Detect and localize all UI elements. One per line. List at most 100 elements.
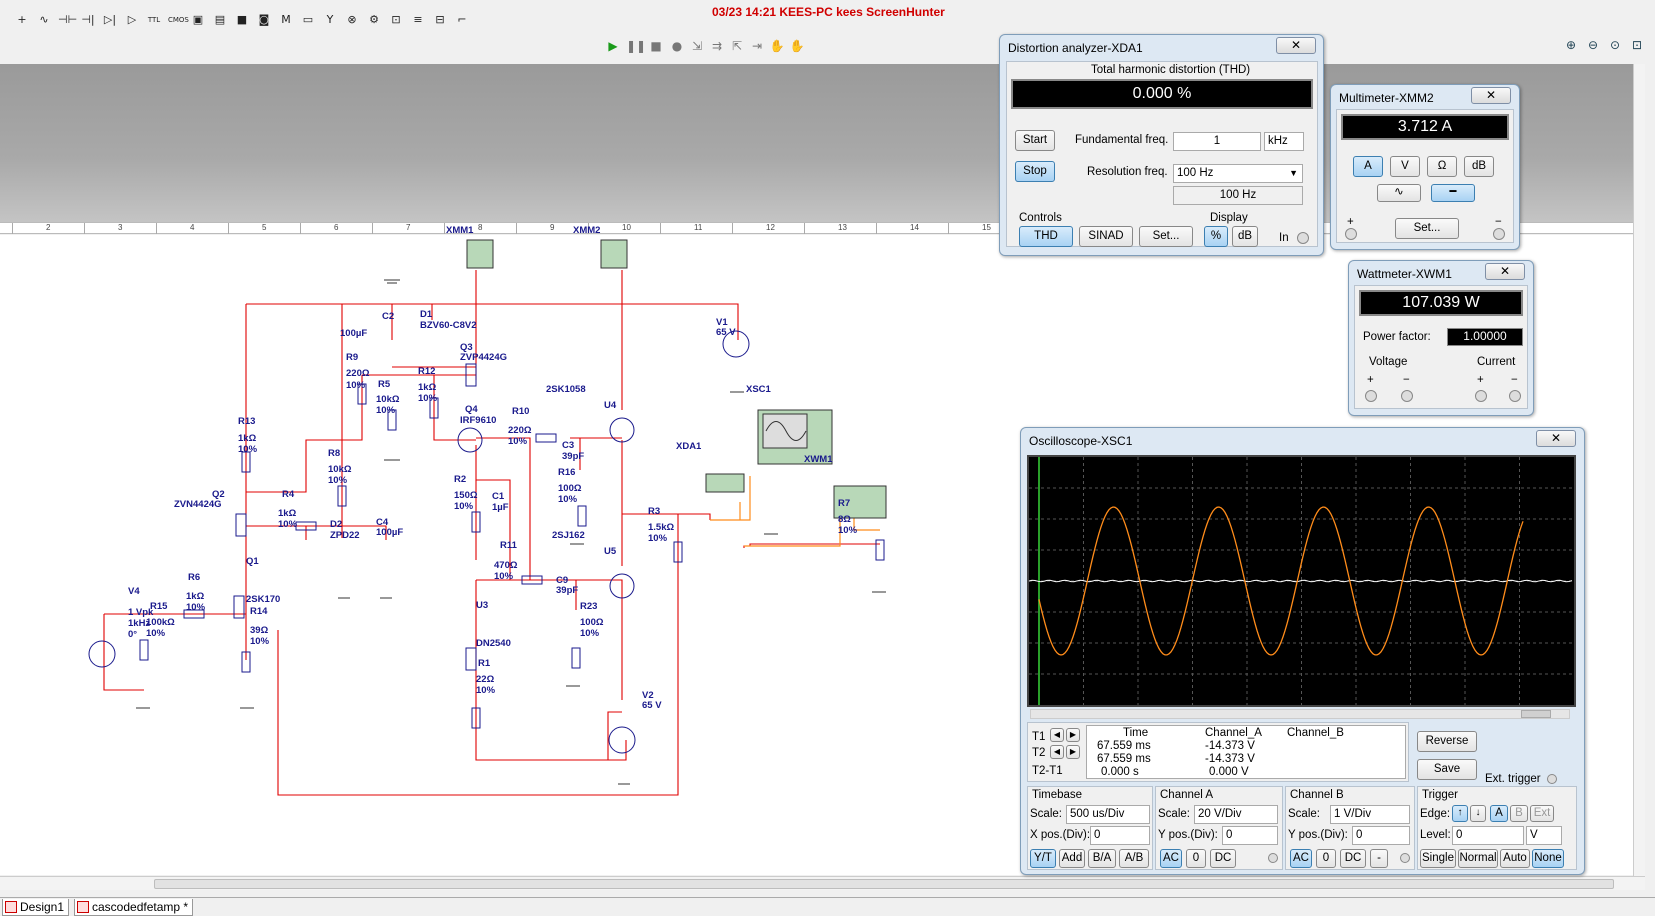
add-button[interactable]: Add (1059, 849, 1085, 868)
channel-b-terminal[interactable] (1400, 853, 1410, 863)
pause-simulation-icon[interactable]: ❚❚ (626, 39, 647, 53)
electromech-icon[interactable]: ⚙ (369, 13, 379, 26)
dc-mode-button[interactable]: ━ (1431, 184, 1475, 202)
cmos-icon[interactable]: CMOS (168, 16, 189, 24)
channel-a-ac-button[interactable]: AC (1160, 849, 1182, 868)
minus-terminal[interactable] (1493, 228, 1505, 240)
resolution-freq-select[interactable]: 100 Hz▼ (1173, 164, 1303, 183)
voltage-plus-terminal[interactable] (1365, 390, 1377, 402)
auto-button[interactable]: Auto (1500, 849, 1530, 868)
pause-at-breakpoint-icon[interactable]: ● (671, 39, 683, 53)
set-button[interactable]: Set... (1139, 226, 1193, 247)
tab-cascodedfetamp[interactable]: cascodedfetamp * (74, 899, 194, 916)
close-button[interactable]: ✕ (1536, 430, 1576, 447)
vertical-scrollbar[interactable] (1633, 64, 1645, 876)
connector-icon[interactable]: ⊡ (391, 13, 401, 26)
channel-a-scale-input[interactable]: 20 V/Div (1194, 805, 1278, 824)
rf-icon[interactable]: ⊗ (347, 13, 357, 26)
scope-scrollbar[interactable] (1030, 709, 1570, 719)
monitor-icon[interactable]: ▭ (302, 13, 314, 26)
trigger-source-a-button[interactable]: A (1490, 805, 1508, 822)
t2-left-arrow-icon[interactable]: ◀ (1050, 745, 1064, 759)
normal-button[interactable]: Normal (1458, 849, 1498, 868)
t2-right-arrow-icon[interactable]: ▶ (1066, 745, 1080, 759)
fundamental-freq-unit[interactable]: kHz (1264, 132, 1304, 151)
stop-button[interactable]: Stop (1015, 161, 1055, 182)
sine-icon[interactable]: ∿ (39, 13, 49, 26)
run-to-cursor-icon[interactable]: ⇥ (751, 39, 763, 53)
misc-digital-icon[interactable]: ▤ (214, 13, 226, 26)
channel-a-ypos-input[interactable]: 0 (1222, 826, 1278, 845)
mcu-icon[interactable]: ▣ (192, 13, 204, 26)
none-button[interactable]: None (1532, 849, 1564, 868)
single-button[interactable]: Single (1420, 849, 1456, 868)
zoom-fit-icon[interactable]: ⊡ (1631, 38, 1643, 52)
ac-mode-button[interactable]: ∿ (1377, 184, 1421, 202)
fundamental-freq-input[interactable]: 1 (1173, 132, 1261, 151)
percent-button[interactable]: % (1204, 226, 1228, 247)
level-unit-select[interactable]: V (1526, 826, 1562, 845)
bus-icon[interactable]: ⌐ (457, 13, 467, 26)
transistor-icon[interactable]: ▷ (127, 13, 137, 26)
db-mode-button[interactable]: dB (1464, 156, 1494, 177)
hierarchy-icon[interactable]: ⊟ (435, 13, 445, 26)
ladder-icon[interactable]: ≡ (413, 13, 423, 26)
toggle-breakpoint-icon[interactable]: ✋ (769, 39, 785, 53)
yt-button[interactable]: Y/T (1030, 849, 1056, 868)
channel-b-minus-button[interactable]: - (1370, 849, 1388, 868)
horizontal-scrollbar[interactable] (0, 876, 1645, 890)
step-out-icon[interactable]: ⇱ (731, 39, 743, 53)
antenna-icon[interactable]: Y (326, 13, 334, 26)
ohms-mode-button[interactable]: Ω (1427, 156, 1457, 177)
close-button[interactable]: ✕ (1276, 37, 1316, 54)
trigger-source-b-button[interactable]: B (1510, 805, 1528, 822)
channel-a-zero-button[interactable]: 0 (1186, 849, 1206, 868)
sinad-button[interactable]: SINAD (1079, 226, 1133, 247)
reverse-button[interactable]: Reverse (1417, 731, 1477, 752)
step-over-icon[interactable]: ⇉ (711, 39, 723, 53)
power-icon[interactable]: ◙ (258, 13, 270, 26)
indicator-icon[interactable]: ■ (236, 13, 248, 26)
db-button[interactable]: dB (1232, 226, 1258, 247)
stop-simulation-icon[interactable]: ■ (650, 39, 662, 53)
channel-b-scale-input[interactable]: 1 V/Div (1330, 805, 1410, 824)
settings-button[interactable]: Set... (1395, 218, 1459, 239)
misc-icon[interactable]: M (281, 13, 291, 26)
diode-icon[interactable]: ▷| (103, 13, 117, 26)
remove-breakpoints-icon[interactable]: ✋ (789, 39, 805, 53)
start-button[interactable]: Start (1015, 130, 1055, 151)
timebase-scale-input[interactable]: 500 us/Div (1066, 805, 1150, 824)
falling-edge-icon[interactable]: ↓ (1470, 805, 1486, 822)
zoom-out-icon[interactable]: ⊖ (1587, 38, 1599, 52)
a-over-b-button[interactable]: A/B (1119, 849, 1149, 868)
channel-b-zero-button[interactable]: 0 (1316, 849, 1336, 868)
step-into-icon[interactable]: ⇲ (691, 39, 703, 53)
run-simulation-icon[interactable]: ▶ (608, 39, 618, 53)
zoom-in-icon[interactable]: ⊕ (1565, 38, 1577, 52)
channel-b-ac-button[interactable]: AC (1290, 849, 1312, 868)
scrollbar-thumb[interactable] (154, 879, 1614, 889)
ext-trigger-terminal[interactable] (1547, 774, 1557, 784)
t1-right-arrow-icon[interactable]: ▶ (1066, 728, 1080, 742)
current-minus-terminal[interactable] (1509, 390, 1521, 402)
save-button[interactable]: Save (1417, 759, 1477, 780)
input-terminal[interactable] (1297, 232, 1309, 244)
close-button[interactable]: ✕ (1485, 263, 1525, 280)
b-over-a-button[interactable]: B/A (1088, 849, 1116, 868)
t1-left-arrow-icon[interactable]: ◀ (1050, 728, 1064, 742)
current-plus-terminal[interactable] (1475, 390, 1487, 402)
zoom-area-icon[interactable]: ⊙ (1609, 38, 1621, 52)
channel-a-dc-button[interactable]: DC (1210, 849, 1236, 868)
rising-edge-icon[interactable]: ↑ (1452, 805, 1468, 822)
xpos-input[interactable]: 0 (1090, 826, 1150, 845)
voltage-minus-terminal[interactable] (1401, 390, 1413, 402)
trigger-source-ext-button[interactable]: Ext (1530, 805, 1554, 822)
resistor-icon[interactable]: ⊣⊢ (58, 13, 78, 26)
capacitor-icon[interactable]: ⊣| (81, 13, 95, 26)
thd-button[interactable]: THD (1019, 226, 1073, 247)
channel-b-dc-button[interactable]: DC (1340, 849, 1366, 868)
ttl-icon[interactable]: TTL (147, 16, 161, 24)
tab-design1[interactable]: Design1 (2, 899, 70, 916)
scope-scroll-thumb[interactable] (1521, 710, 1551, 718)
channel-b-ypos-input[interactable]: 0 (1352, 826, 1410, 845)
